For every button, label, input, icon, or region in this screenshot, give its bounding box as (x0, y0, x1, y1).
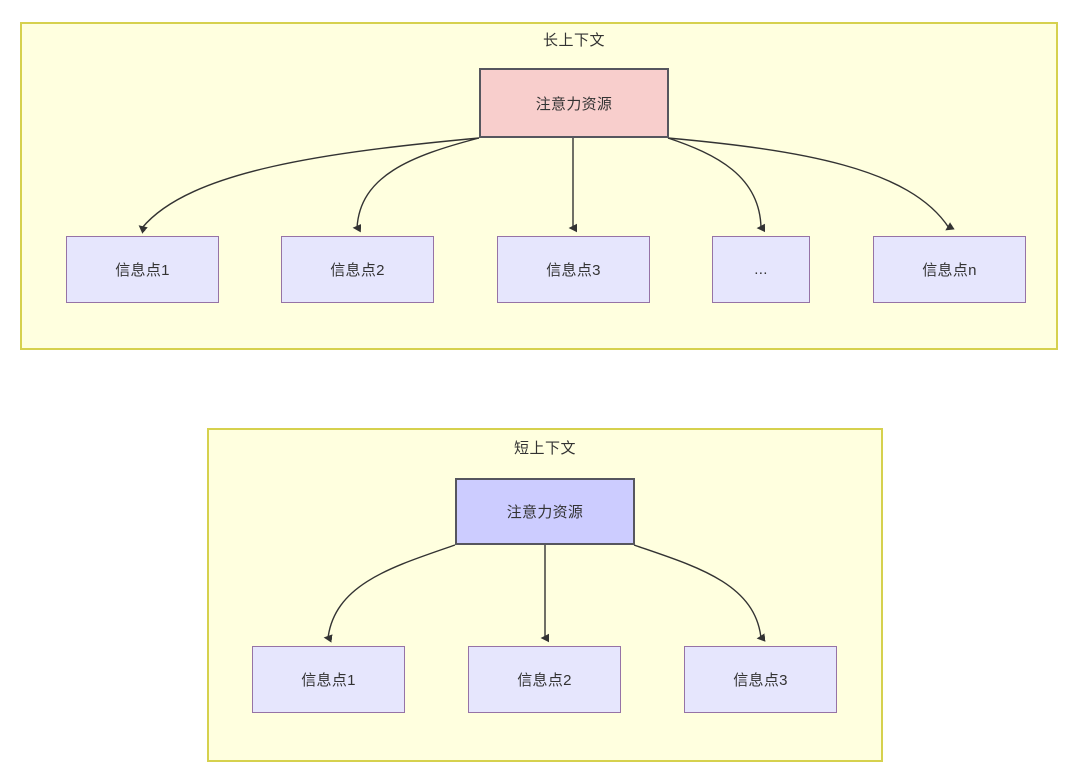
node-info-point-short-2[interactable]: 信息点2 (468, 646, 621, 713)
node-attention-resource-long[interactable]: 注意力资源 (479, 68, 669, 138)
node-info-point-long-2[interactable]: 信息点2 (281, 236, 434, 303)
node-info-point-long-ellipsis[interactable]: ... (712, 236, 810, 303)
node-info-point-short-3[interactable]: 信息点3 (684, 646, 837, 713)
node-info-point-long-n[interactable]: 信息点n (873, 236, 1026, 303)
node-info-point-long-3[interactable]: 信息点3 (497, 236, 650, 303)
panel-long-context-title: 长上下文 (542, 32, 605, 49)
panel-short-context-title: 短上下文 (513, 440, 576, 457)
node-info-point-short-1[interactable]: 信息点1 (252, 646, 405, 713)
node-info-point-long-1[interactable]: 信息点1 (66, 236, 219, 303)
node-attention-resource-short[interactable]: 注意力资源 (455, 478, 635, 545)
